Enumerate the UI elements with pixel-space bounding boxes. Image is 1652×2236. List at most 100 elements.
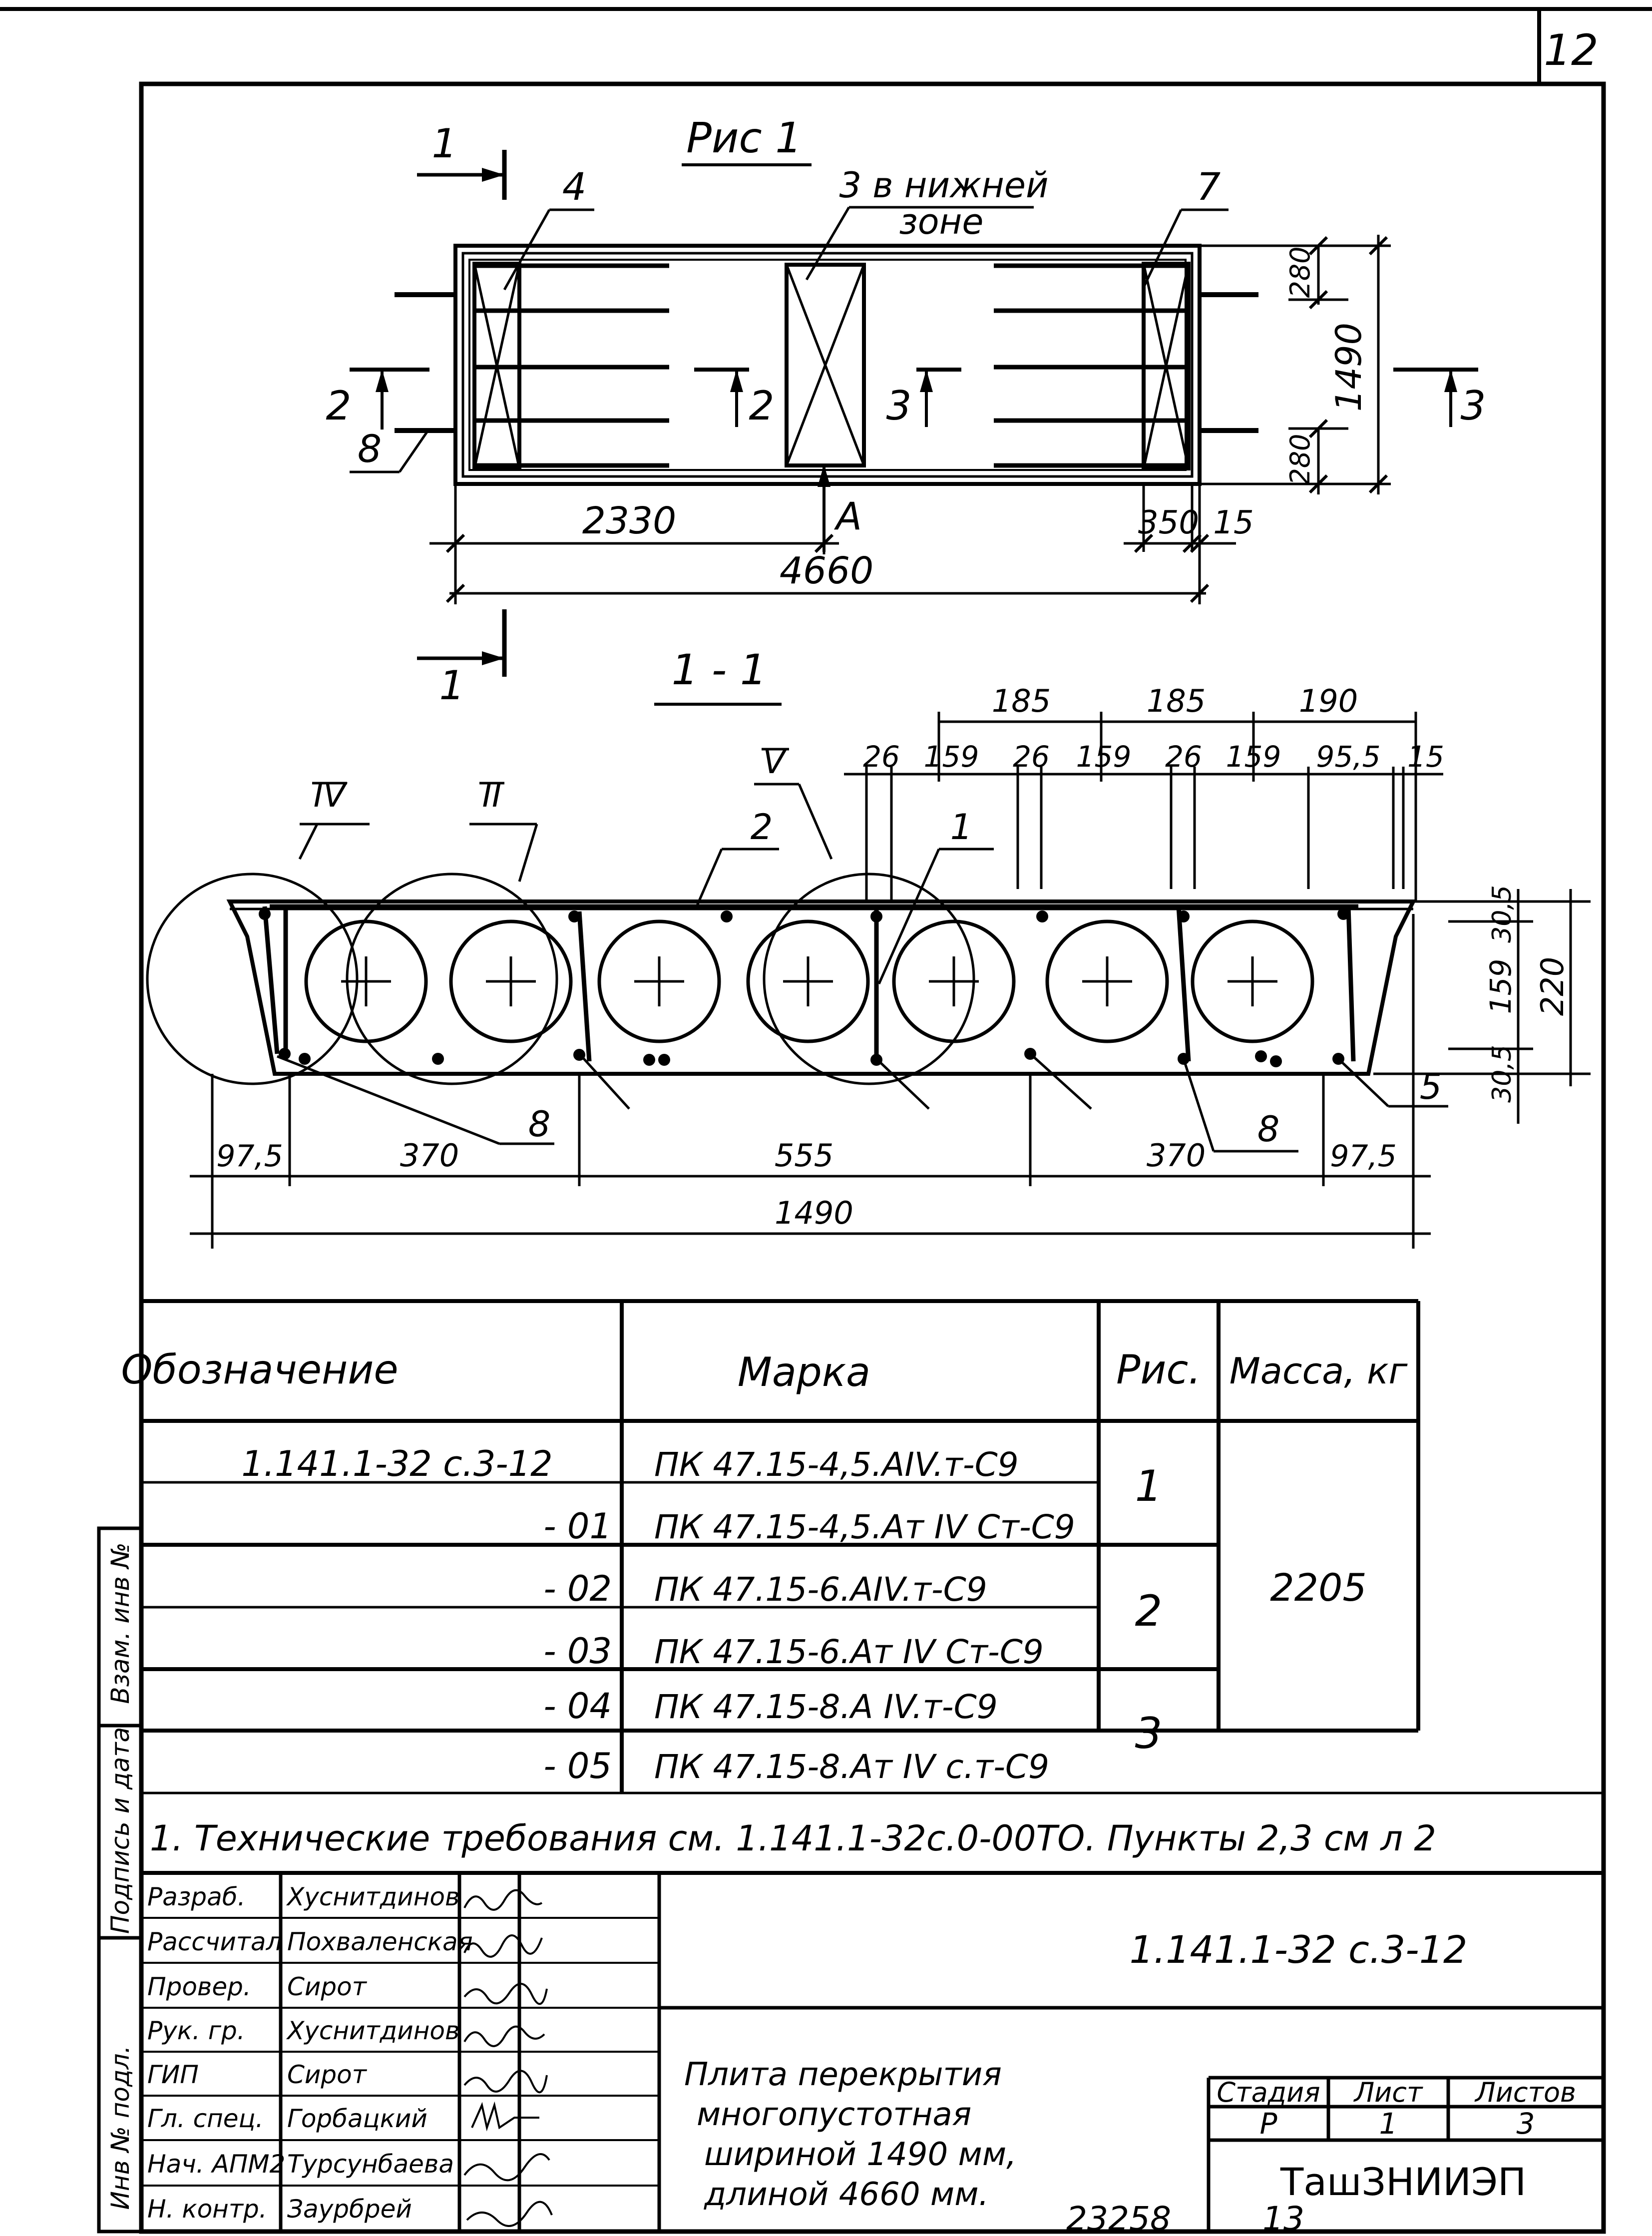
dim-185-b: 185: [1147, 683, 1206, 719]
role-name: Хуснитдинов: [286, 2016, 459, 2045]
table-fig-group-1: 1: [1135, 1461, 1163, 1511]
product-name-line: шириной 1490 мм,: [704, 2136, 1016, 2173]
spec-table: Обозначение Марка Рис. Масса, кг 1.141.1…: [121, 1299, 1420, 1793]
table-header-fig: Рис.: [1116, 1346, 1201, 1393]
mesh-center: [785, 263, 866, 467]
callout-3-label: 3 в нижней: [839, 165, 1049, 206]
side-stamp: Инв № подл. Подпись и дата Взам. инв №: [97, 1526, 143, 2234]
section-callout-1: 1: [950, 807, 973, 848]
sheet-value: 1: [1379, 2107, 1398, 2141]
table-row-designation: - 04: [543, 1686, 612, 1727]
section-callout-8-right: 8: [1257, 1109, 1280, 1150]
callout-3-label-2: зоне: [899, 201, 984, 242]
dim-350: 350: [1138, 504, 1199, 541]
table-fig-group-3: 3: [1135, 1709, 1163, 1759]
dim-159-c: 159: [1226, 740, 1281, 774]
dim-280-top: 280: [1284, 246, 1316, 298]
hollow-cores: [304, 919, 1314, 1043]
role-label: Нач. АПМ2: [147, 2150, 285, 2179]
section-marker-bottom: 1: [417, 609, 507, 709]
section-marker-top: 1: [417, 120, 507, 200]
dim-159-a: 159: [924, 740, 979, 774]
role-label: Рук. гр.: [147, 2016, 245, 2045]
role-label: Гл. спец.: [147, 2104, 263, 2133]
role-name: Похваленская: [287, 1927, 473, 1956]
reinforcement-frames: [262, 904, 1358, 1062]
callout-8: 8: [358, 427, 382, 471]
archive-number: 23258: [1066, 2200, 1171, 2236]
detail-circles: [146, 873, 975, 1085]
table-fig-group-2: 2: [1135, 1586, 1163, 1636]
table-row-mark: ПК 47.15-8.Ат IV с.т-С9: [654, 1748, 1049, 1786]
mesh-right: [994, 262, 1191, 470]
dim-370-right: 370: [1147, 1137, 1206, 1174]
role-label: ГИП: [147, 2060, 199, 2089]
svg-text:3: 3: [886, 383, 912, 429]
table-mass-value: 2205: [1270, 1565, 1366, 1610]
role-name: Сирот: [287, 1972, 368, 2001]
svg-text:1: 1: [439, 662, 465, 709]
product-name-line: многопустотная: [697, 2096, 971, 2133]
dim-4660: 4660: [780, 549, 873, 592]
drawing-frame: [139, 81, 1606, 2234]
dim-30-5-top: 30,5: [1487, 885, 1517, 943]
dim-370-left: 370: [400, 1137, 459, 1174]
role-name: Турсунбаева: [287, 2150, 454, 2179]
dim-190: 190: [1299, 683, 1358, 719]
dim-97-5-left: 97,5: [216, 1139, 283, 1174]
section-outline: [226, 899, 1417, 1076]
section-top-dims: [844, 712, 1443, 901]
table-row-mark: ПК 47.15-6.Ат IV Ст-С9: [654, 1633, 1044, 1671]
table-row-mark: ПК 47.15-8.А IV.т-С9: [654, 1688, 998, 1726]
sheet-number-box: 12: [0, 7, 1652, 86]
stage-label: Стадия: [1217, 2077, 1320, 2108]
section-callout-8-left: 8: [528, 1104, 551, 1145]
figure-plan: Рис 1 1 1: [326, 113, 1486, 709]
svg-text:1: 1: [432, 120, 457, 167]
svg-text:2: 2: [326, 383, 352, 429]
technical-note: 1. Технические требования см. 1.141.1-32…: [150, 1818, 1436, 1859]
organization-name: ТашЗНИИЭП: [1280, 2160, 1526, 2204]
role-name: Заурбрей: [287, 2195, 412, 2224]
section-bottom-dims: [190, 914, 1431, 1249]
dim-185-a: 185: [992, 683, 1051, 719]
product-name-line: Плита перекрытия: [684, 2056, 1002, 2093]
table-header-mark: Марка: [738, 1349, 870, 1395]
dim-159-right: 159: [1484, 959, 1518, 1014]
section-callout-5: 5: [1420, 1066, 1442, 1107]
table-row-designation: - 05: [543, 1746, 612, 1787]
table-header-mass: Масса, кг: [1230, 1350, 1408, 1392]
dim-97-5-right: 97,5: [1330, 1139, 1397, 1174]
dim-30-5-bottom: 30,5: [1487, 1045, 1517, 1103]
role-name: Сирот: [287, 2060, 368, 2089]
dim-15-section: 15: [1407, 740, 1444, 774]
dim-95-5: 95,5: [1316, 740, 1380, 774]
stage-value: Р: [1260, 2107, 1277, 2141]
dim-26-a: 26: [863, 740, 900, 774]
dim-280-bottom: 280: [1284, 434, 1316, 485]
table-row-designation: - 01: [543, 1506, 612, 1547]
dim-555: 555: [775, 1137, 833, 1174]
product-name-line: длиной 4660 мм.: [704, 2176, 989, 2213]
side-label-signature: Подпись и дата: [106, 1727, 135, 1934]
dim-1490-section: 1490: [775, 1195, 853, 1231]
table-header-designation: Обозначение: [121, 1346, 398, 1393]
dim-15: 15: [1213, 504, 1253, 541]
doc-code: 1.141.1-32 с.3-12: [1130, 1927, 1468, 1972]
svg-text:3: 3: [1461, 383, 1486, 429]
role-label: Рассчитал: [147, 1927, 282, 1956]
table-row-mark: ПК 47.15-4,5.АIV.т-С9: [654, 1445, 1019, 1484]
side-label-replacement: Взам. инв №: [106, 1542, 135, 1704]
mesh-left: [472, 262, 669, 470]
svg-text:A: A: [833, 494, 862, 538]
page-number: 13: [1262, 2200, 1304, 2236]
section-title: 1 - 1: [672, 645, 767, 694]
sheet-number: 12: [1544, 25, 1598, 75]
section-1-1: 1 - 1: [146, 645, 1591, 1249]
callout-4: 4: [562, 164, 586, 209]
svg-text:2: 2: [749, 383, 775, 429]
sheets-value: 3: [1517, 2107, 1535, 2141]
dim-2330: 2330: [582, 499, 676, 542]
table-row-designation: - 03: [543, 1631, 612, 1672]
dim-220: 220: [1534, 957, 1571, 1016]
